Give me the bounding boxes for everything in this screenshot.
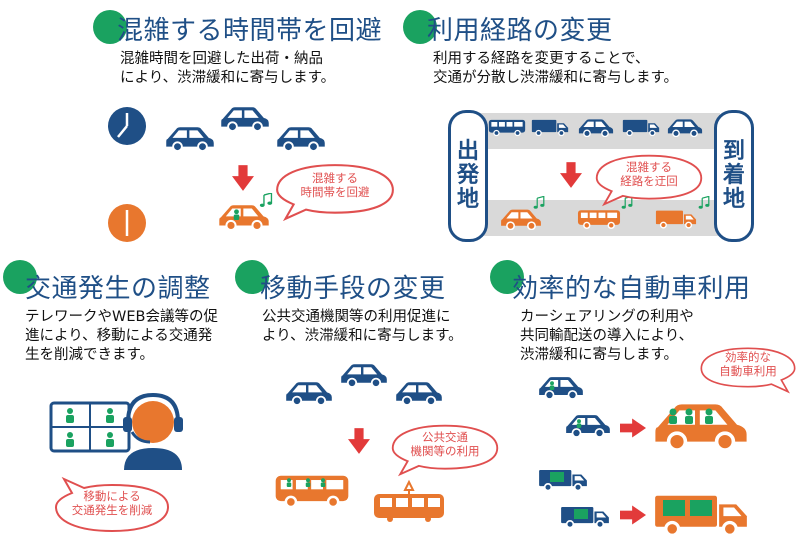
panel-description: 利用する経路を変更することで、 交通が分散し渋滞緩和に寄与します。	[433, 51, 679, 86]
car-icon	[276, 125, 326, 152]
arrow-down-icon	[232, 165, 254, 191]
tram-icon	[374, 479, 444, 522]
car-icon	[395, 380, 443, 406]
car-icon	[220, 105, 270, 132]
video-conference-icon	[49, 401, 131, 453]
section-marker-icon	[490, 260, 524, 294]
panel-title: 効率的な自動車利用	[512, 274, 751, 304]
panel-off-peak: 混雑する時間帯を回避 混雑時間を回避した出荷・納品 により、渋滞緩和に寄与します…	[0, 0, 400, 250]
speech-bubble: 公共交通 機関等の利用	[380, 422, 510, 478]
car-icon	[578, 118, 614, 137]
section-marker-icon	[93, 10, 127, 44]
person-icon	[233, 209, 240, 220]
panel-title: 交通発生の調整	[25, 274, 211, 304]
person-icon	[286, 478, 292, 487]
panel-efficient-use: 効率的な自動車利用 カーシェアリングの利用や 共同輸配送の導入により、 渋滞緩和…	[490, 250, 800, 550]
clock-icon	[108, 204, 146, 242]
truck-icon	[622, 118, 660, 137]
panel-description: テレワークやWEB会議等の促 進により、移動による交通発 生を削減できます。	[25, 309, 218, 363]
headset-operator-icon	[123, 392, 183, 470]
speech-bubble: 効率的な 自動車利用	[698, 342, 798, 398]
person-icon	[320, 478, 326, 487]
speech-bubble: 移動による 交通発生を削減	[42, 475, 182, 535]
car-icon	[285, 380, 333, 406]
person-icon	[704, 408, 714, 424]
clock-icon	[108, 107, 146, 145]
panel-title: 移動手段の変更	[260, 274, 446, 304]
cargo-box-icon	[574, 509, 588, 519]
bus-icon	[577, 208, 621, 230]
panel-description: 混雑時間を回避した出荷・納品 により、渋滞緩和に寄与します。	[120, 51, 336, 86]
panel-title: 利用経路の変更	[427, 16, 613, 46]
person-icon	[668, 408, 678, 424]
person-icon	[549, 381, 555, 390]
panel-title: 混雑する時間帯を回避	[117, 16, 383, 46]
speech-bubble: 混雑する 経路を迂回	[588, 152, 710, 208]
car-icon	[667, 118, 703, 137]
truck-icon	[655, 208, 697, 230]
origin-label: 出 発 地	[456, 139, 479, 212]
cargo-box-icon	[550, 472, 564, 482]
destination-sign	[714, 110, 754, 242]
origin-sign	[448, 110, 488, 242]
arrow-right-icon	[620, 418, 646, 438]
section-marker-icon	[403, 10, 437, 44]
cargo-box-icon	[663, 500, 685, 516]
panel-description: 公共交通機関等の利用促進に より、渋滞緩和に寄与します。	[262, 309, 463, 344]
bus-icon	[488, 118, 526, 137]
section-marker-icon	[3, 260, 37, 294]
arrow-down-icon	[560, 162, 582, 188]
music-note-icon	[533, 196, 545, 210]
truck-icon	[531, 118, 569, 137]
panel-description: カーシェアリングの利用や 共同輸配送の導入により、 渋滞緩和に寄与します。	[520, 309, 694, 363]
car-icon	[340, 362, 388, 388]
panel-route-change: 利用経路の変更 利用する経路を変更することで、 交通が分散し渋滞緩和に寄与します…	[400, 0, 800, 250]
cargo-box-icon	[690, 500, 712, 516]
car-icon	[500, 208, 542, 230]
car-icon	[538, 375, 584, 400]
panel-traffic-adjust: 交通発生の調整 テレワークやWEB会議等の促 進により、移動による交通発 生を削…	[0, 250, 260, 550]
panel-mode-change: 移動手段の変更 公共交通機関等の利用促進に より、渋滞緩和に寄与します。 公共交…	[235, 250, 500, 550]
destination-label: 到 着 地	[722, 139, 745, 212]
speech-bubble: 混雑する 時間帯を回避	[270, 161, 400, 223]
arrow-right-icon	[620, 505, 646, 525]
car-icon	[165, 125, 215, 152]
arrow-down-icon	[348, 428, 370, 454]
person-icon	[684, 408, 694, 424]
person-icon	[576, 419, 582, 428]
section-marker-icon	[235, 260, 269, 294]
person-icon	[305, 478, 311, 487]
car-icon	[565, 413, 611, 438]
